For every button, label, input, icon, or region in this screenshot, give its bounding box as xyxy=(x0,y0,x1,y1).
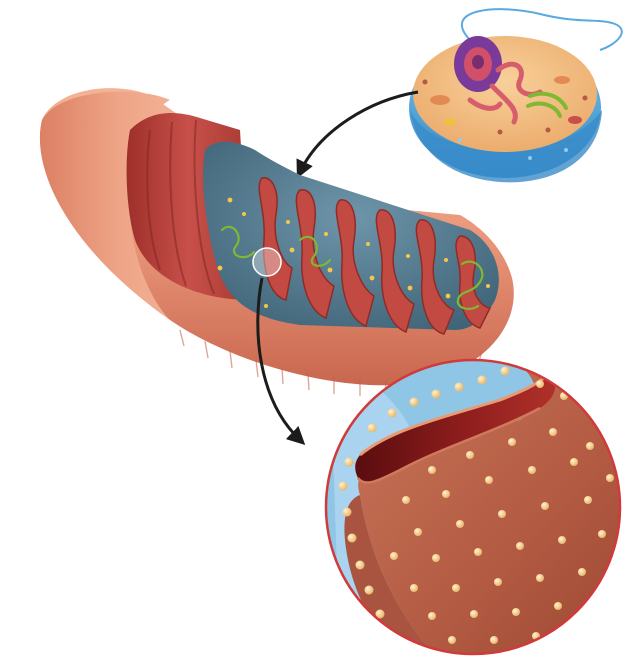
cristae-magnified-inset-icon xyxy=(320,355,635,658)
magnified-region-marker xyxy=(253,248,281,276)
animal-cell-cutaway-icon xyxy=(409,9,622,182)
curved-arrow-icon xyxy=(300,92,418,172)
